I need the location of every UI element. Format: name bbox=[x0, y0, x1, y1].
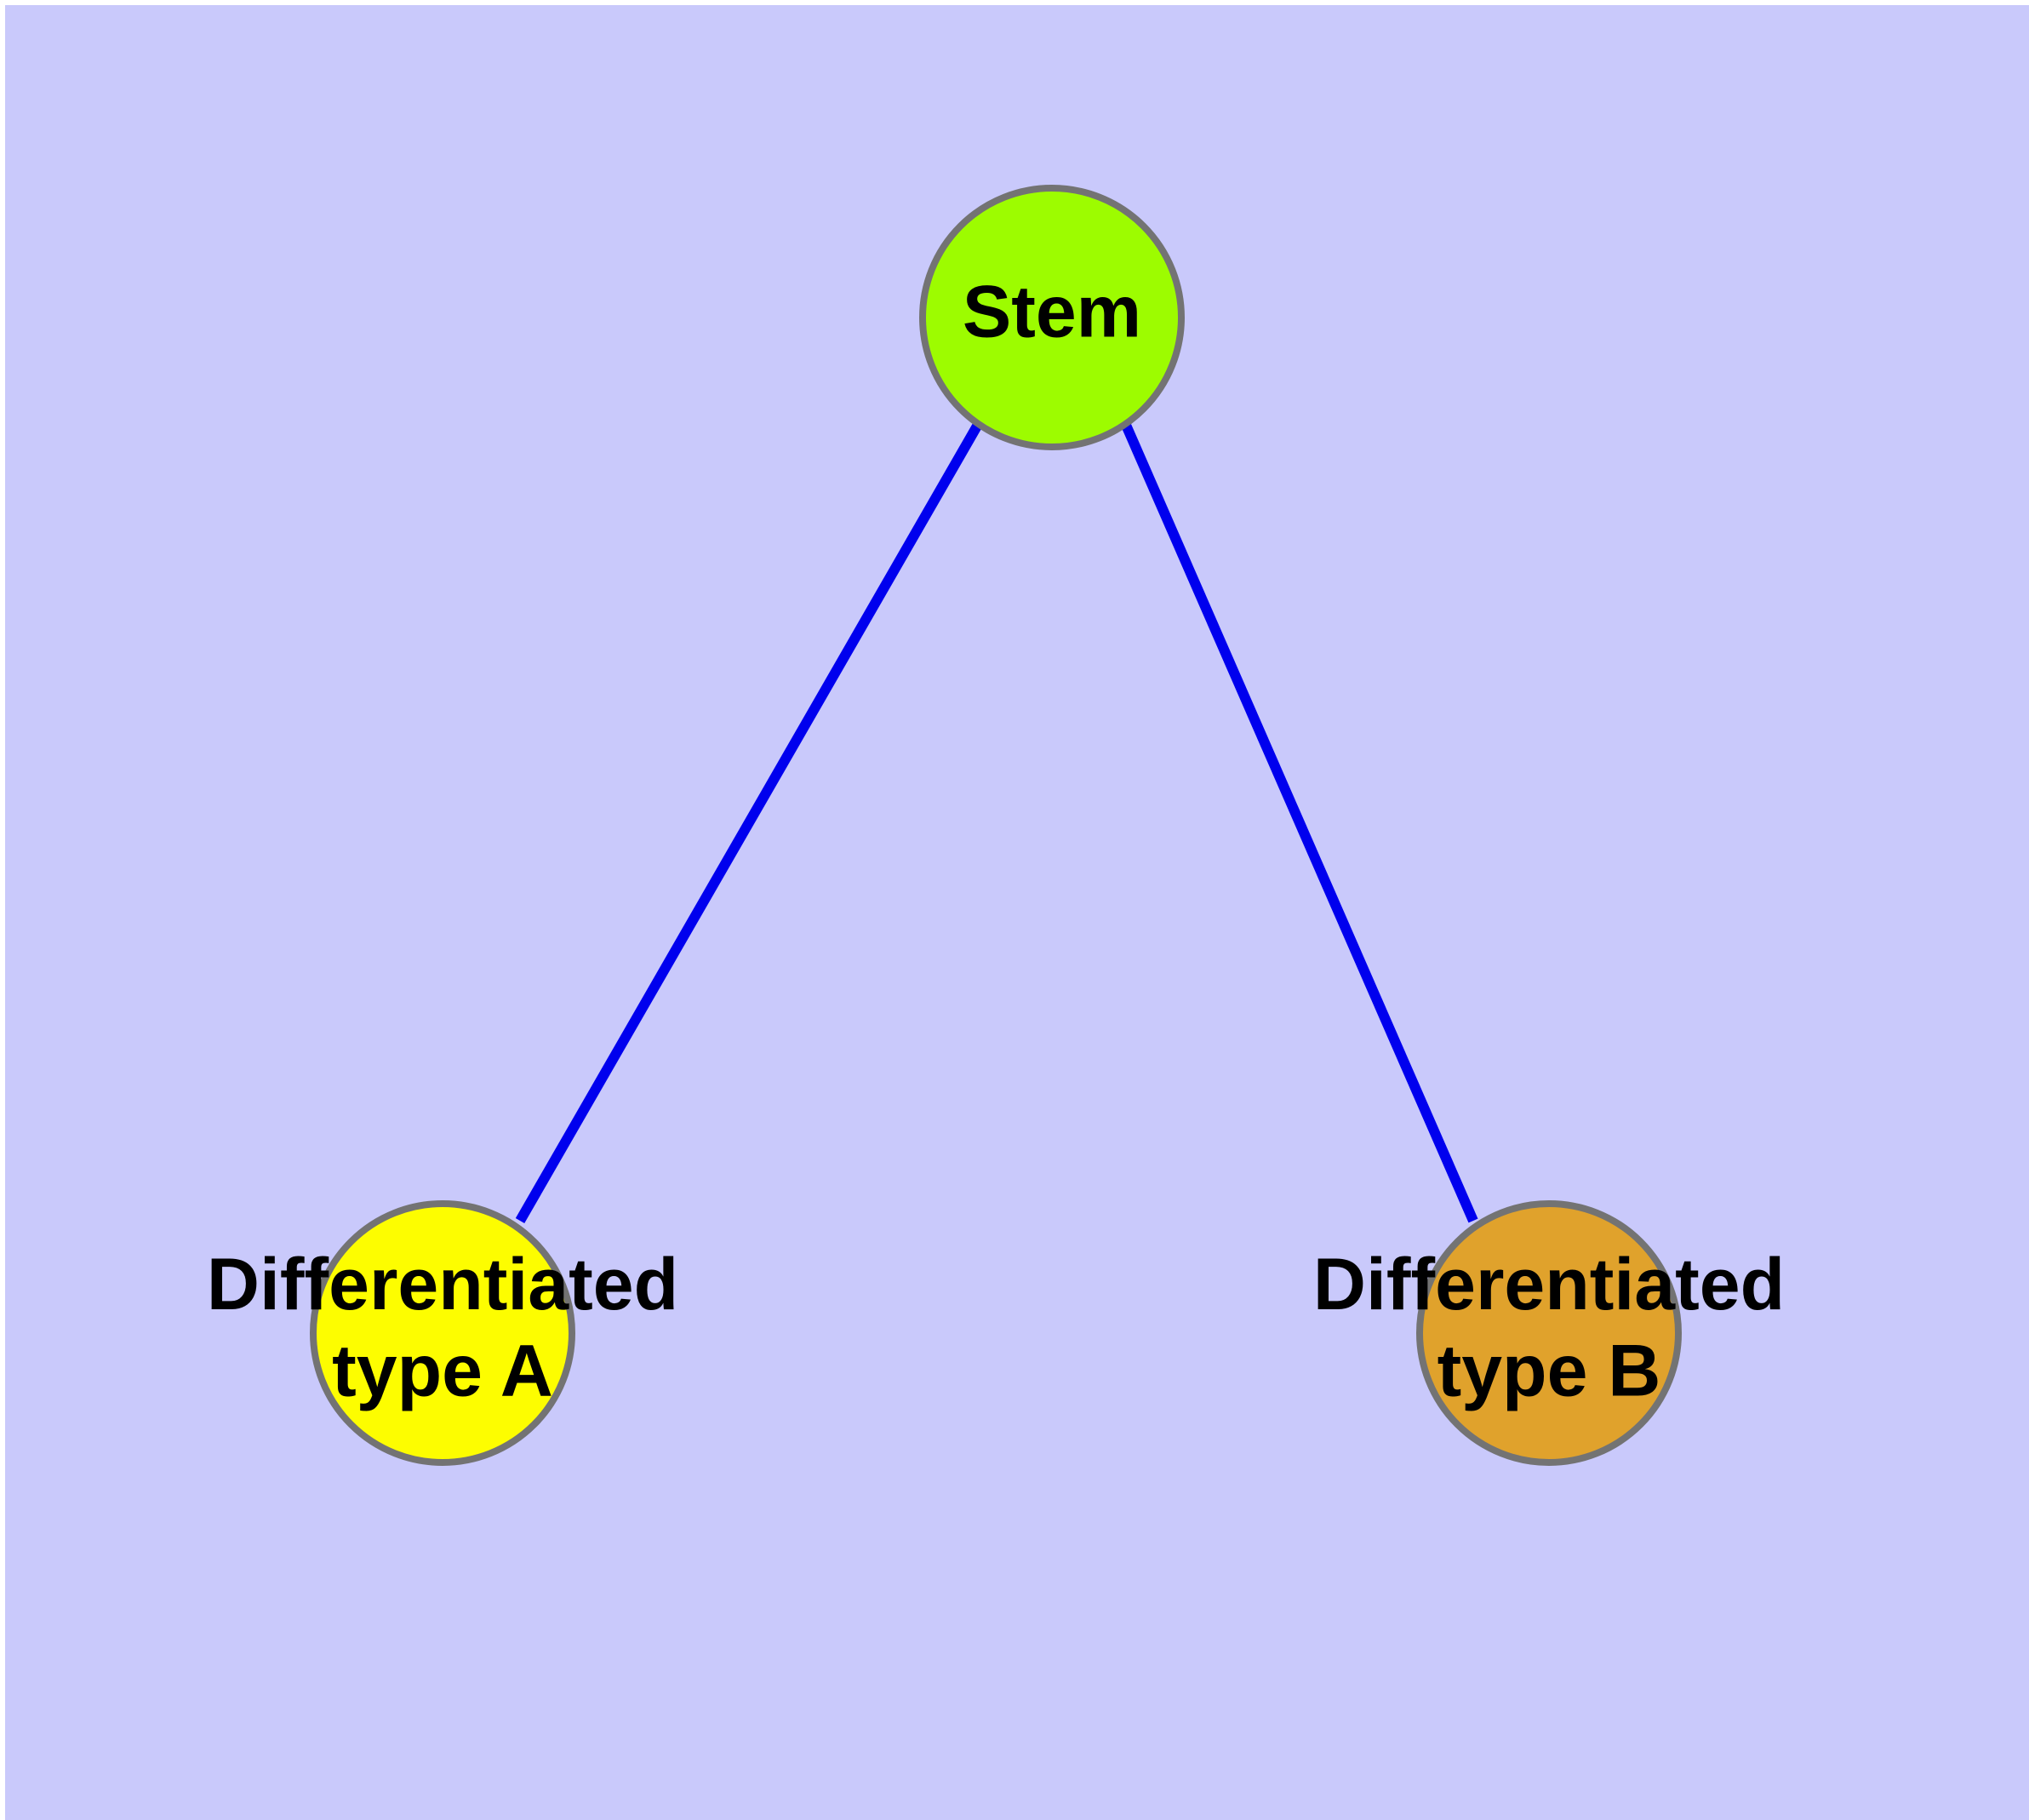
node-label-line: type B bbox=[1437, 1330, 1661, 1411]
node-diff_a[interactable] bbox=[310, 1200, 575, 1466]
nodes-layer bbox=[310, 185, 1682, 1466]
node-diff_b[interactable] bbox=[1416, 1200, 1682, 1466]
node-stem[interactable] bbox=[919, 185, 1185, 450]
node-label-line: Stem bbox=[963, 272, 1141, 353]
node-label-line: type A bbox=[332, 1330, 553, 1411]
node-label-line: Differentiated bbox=[207, 1244, 678, 1325]
node-label-line: Differentiated bbox=[1313, 1244, 1785, 1325]
edge-stem-to-diff-b[interactable] bbox=[1120, 421, 1478, 1223]
edge-stem-to-diff-a[interactable] bbox=[515, 421, 984, 1223]
node-label-stem: Stem bbox=[963, 272, 1141, 353]
edges-layer bbox=[515, 421, 1478, 1223]
